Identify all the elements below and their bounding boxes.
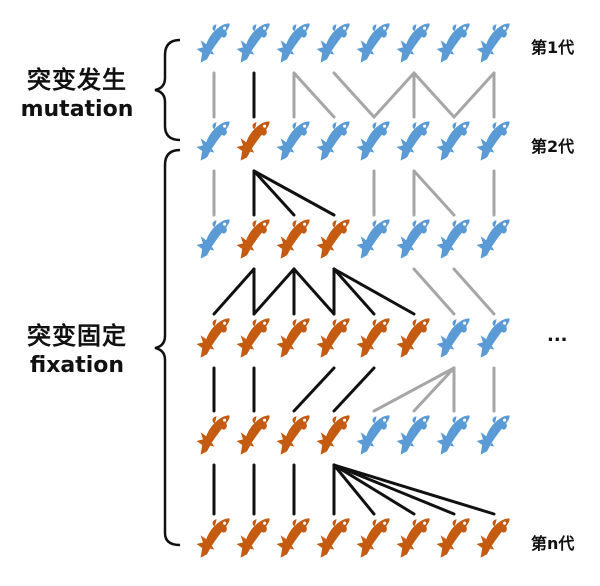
wild-fish-icon	[396, 219, 430, 259]
mutation-label-zh: 突变发生	[27, 66, 127, 94]
lineage-link-mutant	[332, 463, 376, 516]
wild-fish-icon	[436, 121, 470, 161]
fixation-label-en: fixation	[29, 353, 125, 378]
lineage-link-mutant	[252, 169, 336, 217]
mutant-fish-icon	[276, 219, 310, 259]
mutant-fish-icon	[316, 219, 350, 259]
lineage-link-mutant	[332, 463, 416, 516]
lineage-link-mutant	[332, 463, 496, 516]
wild-fish-icon	[196, 121, 230, 161]
fixation-label: 突变固定 fixation	[2, 316, 152, 378]
mutant-fish-icon	[316, 415, 350, 455]
lineage-link-mutant	[252, 267, 296, 316]
wild-fish-icon	[436, 318, 470, 358]
wild-fish-icon	[436, 23, 470, 63]
lineage-link-wild	[412, 267, 456, 316]
mutant-fish-icon	[276, 415, 310, 455]
lineage-link-mutant	[292, 366, 336, 413]
wild-fish-icon	[436, 415, 470, 455]
mutant-fish-icon	[236, 318, 270, 358]
wild-fish-icon	[396, 121, 430, 161]
mutant-fish-icon	[236, 415, 270, 455]
mutation-bracket	[154, 38, 181, 142]
lineage-link-wild	[372, 71, 416, 119]
wild-fish-icon	[196, 219, 230, 259]
mutant-fish-icon	[316, 318, 350, 358]
lineage-link-mutant	[332, 267, 416, 316]
wild-fish-icon	[436, 219, 470, 259]
wild-fish-icon	[476, 23, 510, 63]
wild-fish-icon	[316, 121, 350, 161]
fixation-label-zh: 突变固定	[27, 322, 127, 350]
wild-fish-icon	[196, 23, 230, 63]
wild-fish-icon	[396, 415, 430, 455]
lineage-link-mutant	[332, 366, 376, 413]
wild-fish-icon	[356, 121, 390, 161]
lineage-link-wild	[412, 71, 456, 119]
mutant-fish-icon	[196, 518, 230, 558]
lineage-link-wild	[452, 267, 496, 316]
mutant-fish-icon	[276, 518, 310, 558]
wild-fish-icon	[316, 23, 350, 63]
lineage-link-wild	[452, 71, 496, 119]
lineage-link-wild	[412, 169, 456, 217]
wild-fish-icon	[276, 121, 310, 161]
generation-n-label: 第n代	[531, 534, 575, 553]
more-generations-ellipsis: ...	[547, 325, 568, 346]
mutant-fish-icon	[396, 518, 430, 558]
mutation-label-en: mutation	[20, 97, 134, 122]
lineage-link-wild	[332, 71, 376, 119]
mutant-fish-icon	[196, 318, 230, 358]
lineage-link-mutant	[212, 267, 256, 316]
wild-fish-icon	[396, 23, 430, 63]
wild-fish-icon	[476, 121, 510, 161]
wild-fish-icon	[356, 219, 390, 259]
generation-2-label: 第2代	[531, 137, 575, 156]
mutant-fish-icon	[436, 518, 470, 558]
lineage-link-wild	[412, 366, 456, 413]
brackets	[154, 38, 181, 547]
fixation-bracket	[154, 148, 181, 547]
lineage-link-mutant	[252, 169, 296, 217]
mutant-fish-icon	[276, 318, 310, 358]
mutant-fish-icon	[476, 518, 510, 558]
mutant-fish-icon	[236, 121, 270, 161]
wild-fish-icon	[276, 23, 310, 63]
lineage-link-wild	[292, 71, 336, 119]
mutant-fish-icon	[356, 318, 390, 358]
mutant-fish-icon	[356, 518, 390, 558]
mutant-fish-icon	[196, 415, 230, 455]
lineage-link-mutant	[292, 267, 336, 316]
mutant-fish-icon	[396, 318, 430, 358]
mutation-label: 突变发生 mutation	[2, 60, 152, 122]
lineage-link-wild	[372, 366, 456, 413]
wild-fish-icon	[356, 23, 390, 63]
wild-fish-icon	[476, 219, 510, 259]
wild-fish-icon	[476, 318, 510, 358]
generation-1-label: 第1代	[531, 38, 575, 57]
wild-fish-icon	[476, 415, 510, 455]
mutant-fish-icon	[236, 518, 270, 558]
lineage-links	[212, 71, 496, 516]
mutant-fish-icon	[316, 518, 350, 558]
wild-fish-icon	[236, 23, 270, 63]
lineage-link-mutant	[332, 267, 376, 316]
mutant-fish-icon	[236, 219, 270, 259]
wild-fish-icon	[356, 415, 390, 455]
lineage-link-mutant	[332, 463, 456, 516]
